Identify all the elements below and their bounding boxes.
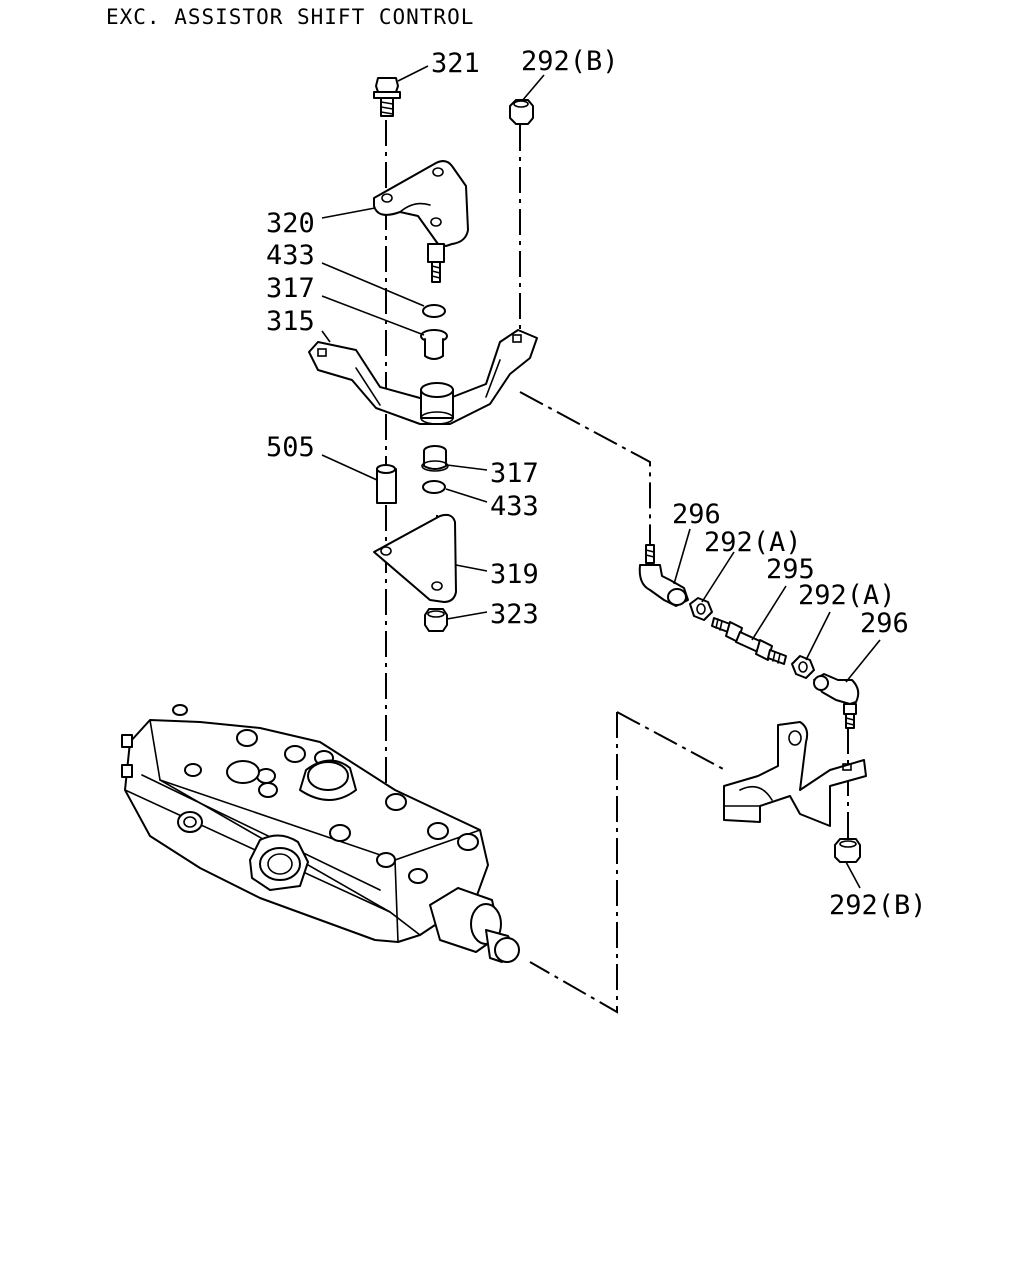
leader-lines: [321, 65, 881, 889]
lever-315: [308, 329, 538, 425]
callout-292a-right: 292(A): [798, 580, 896, 611]
callout-292b-top: 292(B): [521, 46, 619, 77]
transmission-housing: [121, 704, 520, 963]
callout-317-bottom: 317: [490, 458, 539, 489]
cap-top: [299, 759, 357, 801]
output-shaft: [429, 887, 520, 963]
ball-joint-296-right: [813, 673, 860, 729]
callout-295: 295: [766, 554, 815, 585]
callout-320: 320: [266, 208, 315, 239]
callout-317-top: 317: [266, 273, 315, 304]
ball-joint-296-left: [638, 544, 689, 607]
collar-505: [376, 464, 397, 504]
callout-292b-bottom: 292(B): [829, 890, 927, 921]
oring-433-top: [422, 304, 446, 318]
callout-296-right: 296: [860, 608, 909, 639]
rod-295: [711, 617, 787, 665]
callout-321: 321: [431, 48, 480, 79]
nut-292a-right: [791, 655, 815, 679]
oring-433-bottom: [422, 480, 446, 494]
diagram-title: EXC. ASSISTOR SHIFT CONTROL: [106, 5, 474, 29]
callout-505: 505: [266, 432, 315, 463]
bracket-320: [373, 160, 469, 283]
nut-292b-bottom: [834, 838, 861, 863]
nut-323: [424, 608, 448, 632]
callout-433-bottom: 433: [490, 491, 539, 522]
plate-319: [373, 513, 457, 603]
callout-292a-left: 292(A): [704, 527, 802, 558]
callout-296-left: 296: [672, 499, 721, 530]
bushing-317-top: [420, 329, 448, 360]
bushing-317-bottom: [421, 445, 449, 472]
nut-292a-left: [689, 597, 713, 621]
nut-292b-top: [509, 99, 534, 125]
callout-323: 323: [490, 599, 539, 630]
bracket-right: [723, 721, 867, 827]
callout-labels: 321 292(B) 320 433 317 315 505 317 433 3…: [266, 46, 927, 921]
callout-315: 315: [266, 306, 315, 337]
bolt-321: [373, 77, 401, 117]
callout-433-top: 433: [266, 240, 315, 271]
callout-319: 319: [490, 559, 539, 590]
flange-port: [249, 834, 309, 891]
